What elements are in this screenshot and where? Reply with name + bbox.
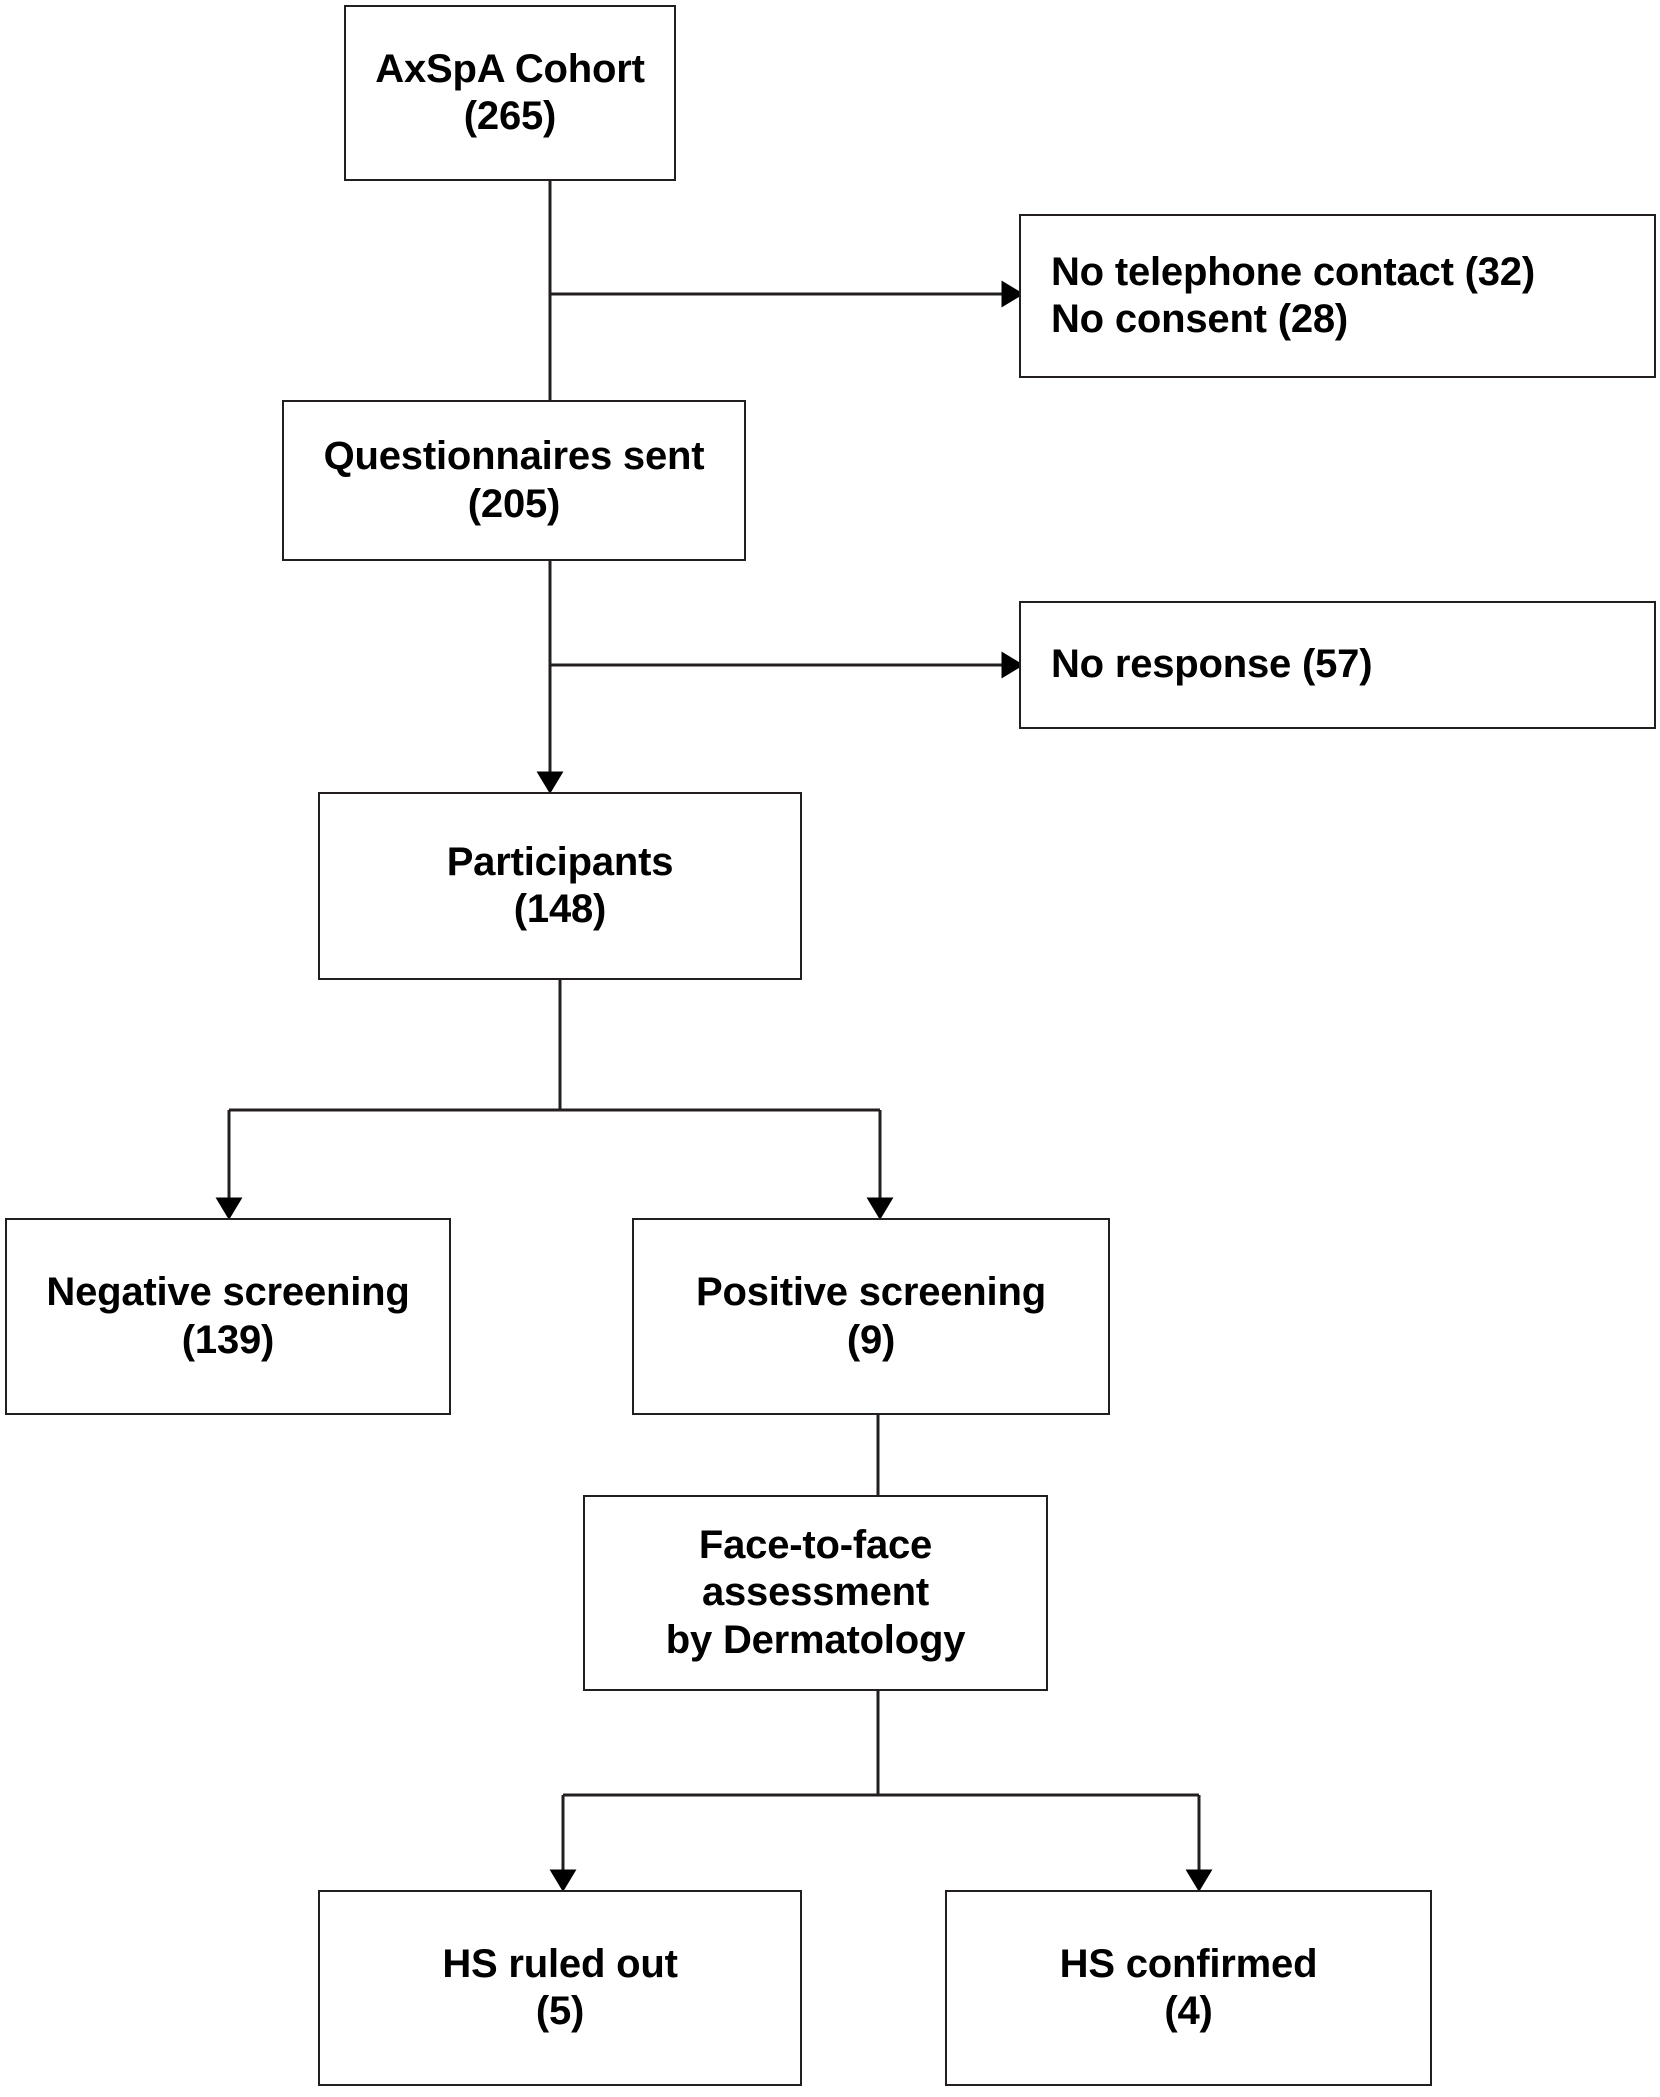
node-axspa-cohort-label: AxSpA Cohort	[375, 46, 645, 91]
node-no-response: No response (57)	[1019, 601, 1656, 729]
node-positive-screening-count: (9)	[846, 1317, 896, 1362]
node-negative-screening: Negative screening (139)	[5, 1218, 451, 1415]
node-questionnaires-sent-label: Questionnaires sent	[323, 434, 705, 479]
node-hs-confirmed: HS confirmed (4)	[945, 1890, 1432, 2086]
node-axspa-cohort-count: (265)	[463, 94, 557, 138]
node-positive-screening-label: Positive screening	[696, 1270, 1046, 1315]
node-negative-screening-label: Negative screening	[46, 1270, 410, 1315]
node-hs-ruled-out-count: (5)	[535, 1989, 585, 2033]
node-negative-screening-count: (139)	[181, 1317, 275, 1362]
node-face-to-face-assessment-subtitle: by Dermatology	[665, 1617, 966, 1662]
node-participants-label: Participants	[446, 839, 674, 884]
node-positive-screening: Positive screening (9)	[632, 1218, 1110, 1415]
node-axspa-cohort: AxSpA Cohort (265)	[344, 5, 676, 181]
node-participants: Participants (148)	[318, 792, 802, 980]
node-questionnaires-sent-count: (205)	[467, 481, 561, 526]
node-no-response-label: No response (57)	[1051, 642, 1373, 687]
node-no-telephone-contact: No telephone contact (32) No consent (28…	[1019, 214, 1656, 378]
node-hs-ruled-out-label: HS ruled out	[442, 1941, 678, 1986]
node-hs-ruled-out: HS ruled out (5)	[318, 1890, 802, 2086]
node-participants-count: (148)	[513, 887, 607, 931]
node-no-consent-label: No consent (28)	[1051, 297, 1349, 341]
node-hs-confirmed-label: HS confirmed	[1059, 1941, 1318, 1986]
node-no-telephone-contact-label: No telephone contact (32)	[1051, 249, 1535, 294]
edge-participants-split	[215, 980, 894, 1220]
node-questionnaires-sent: Questionnaires sent (205)	[282, 400, 746, 561]
node-face-to-face-assessment: Face-to-face assessment by Dermatology	[583, 1495, 1048, 1691]
node-hs-confirmed-count: (4)	[1164, 1989, 1213, 2033]
edge-face-to-face-split	[549, 1691, 1213, 1892]
node-face-to-face-assessment-label: Face-to-face assessment	[698, 1523, 933, 1615]
